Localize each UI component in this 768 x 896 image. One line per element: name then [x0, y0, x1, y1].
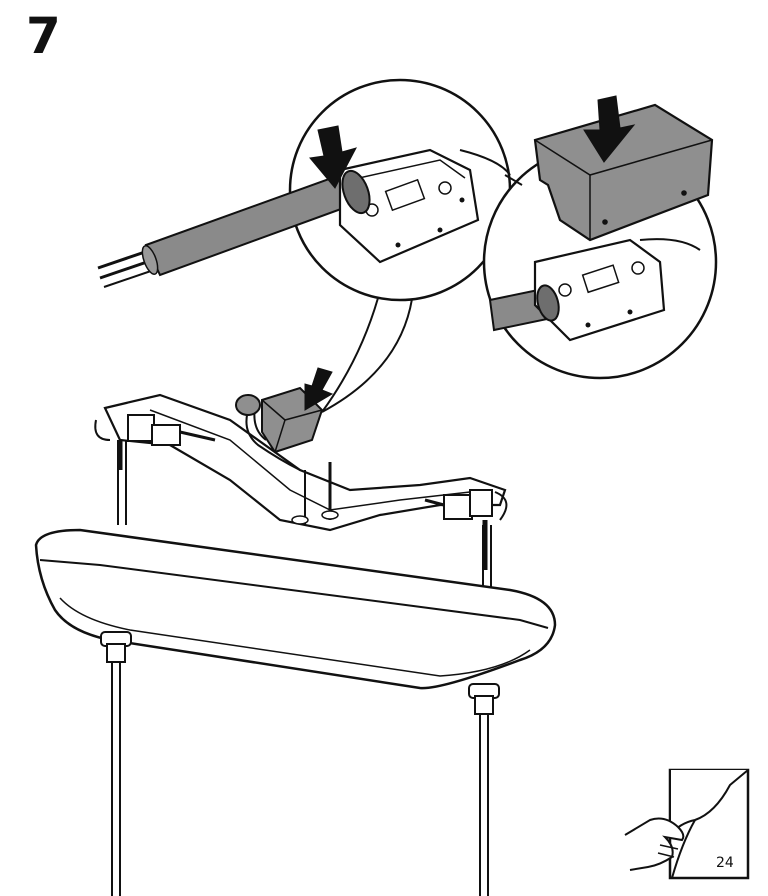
lamp-body	[34, 528, 557, 690]
detail-cover	[482, 95, 718, 380]
page-turn-icon	[624, 768, 750, 880]
lamp-assembly	[34, 367, 557, 896]
detail-cable-terminal	[97, 78, 512, 413]
cover-arrow	[583, 95, 636, 163]
insert-arrow	[309, 125, 357, 189]
page-number: 24	[716, 855, 734, 871]
mounting-bracket	[103, 393, 507, 532]
terminal-block	[338, 148, 480, 264]
step-number: 7	[26, 7, 61, 65]
cover-arrow-small	[304, 367, 334, 411]
page-turn-indicator[interactable]: 24	[620, 765, 752, 883]
